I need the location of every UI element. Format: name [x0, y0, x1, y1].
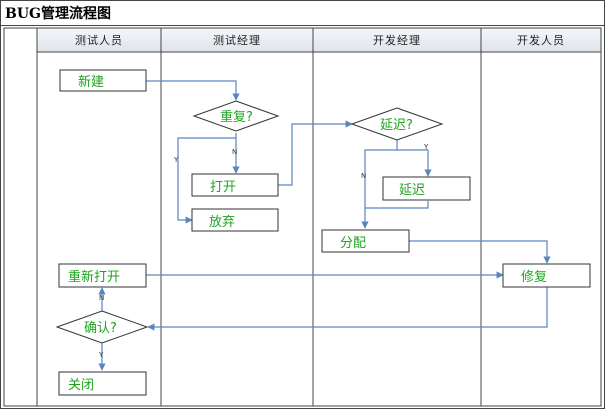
node-assign-label: 分配 [340, 236, 366, 251]
pool-strip [3, 27, 38, 407]
node-open-box [191, 173, 279, 197]
branch-dup-yes: Y [173, 156, 179, 164]
lane-header-tester: 测试人员 [75, 34, 123, 47]
diagram-title: BUG管理流程图 [5, 6, 111, 22]
arrow-assign-to-fix [409, 240, 551, 264]
node-new-label: 新建 [78, 74, 104, 90]
node-delay-box [382, 176, 471, 201]
node-discard-box [191, 208, 279, 232]
node-fix-box [502, 263, 591, 288]
node-duplicate-label: 重复? [220, 109, 253, 125]
branch-delay-no: N [361, 172, 366, 180]
branch-delay-yes: Y [423, 143, 429, 151]
branch-dup-no: N [232, 148, 237, 156]
node-confirm-label: 确认? [84, 321, 117, 336]
node-delay-label: 延迟 [399, 183, 425, 198]
node-fix-label: 修复 [521, 270, 547, 285]
node-reopen-box [58, 263, 147, 288]
arrow-fix-to-confirm [147, 287, 548, 331]
lane-header-bg-test-manager [160, 27, 314, 53]
arrow-delay-to-assign [365, 201, 429, 209]
node-new-box [59, 69, 147, 92]
node-reopen-label: 重新打开 [68, 269, 120, 285]
node-discard-label: 放弃 [209, 215, 235, 230]
arrow-duplicate-yes [177, 137, 236, 224]
node-delayq-diamond [350, 107, 444, 141]
lane-header-developer: 开发人员 [517, 34, 565, 47]
lane-header-test-manager: 测试经理 [213, 34, 261, 47]
arrow-delayq-yes [396, 140, 432, 177]
node-close-label: 关闭 [68, 378, 94, 393]
node-open-label: 打开 [210, 180, 236, 195]
lane-developer [480, 51, 602, 407]
branch-confirm-yes: Y [98, 351, 104, 359]
arrow-delayq-no [361, 149, 397, 229]
lane-header-dev-manager: 开发经理 [373, 34, 421, 47]
node-close-box [58, 371, 147, 396]
node-duplicate-diamond [192, 100, 280, 132]
node-confirm-diamond [55, 310, 149, 344]
arrow-new-to-duplicate [146, 80, 240, 101]
branch-confirm-no: N [99, 294, 104, 302]
node-assign-box [321, 229, 410, 253]
node-delayq-label: 延迟? [380, 118, 413, 133]
arrow-open-to-delayq [278, 120, 353, 186]
